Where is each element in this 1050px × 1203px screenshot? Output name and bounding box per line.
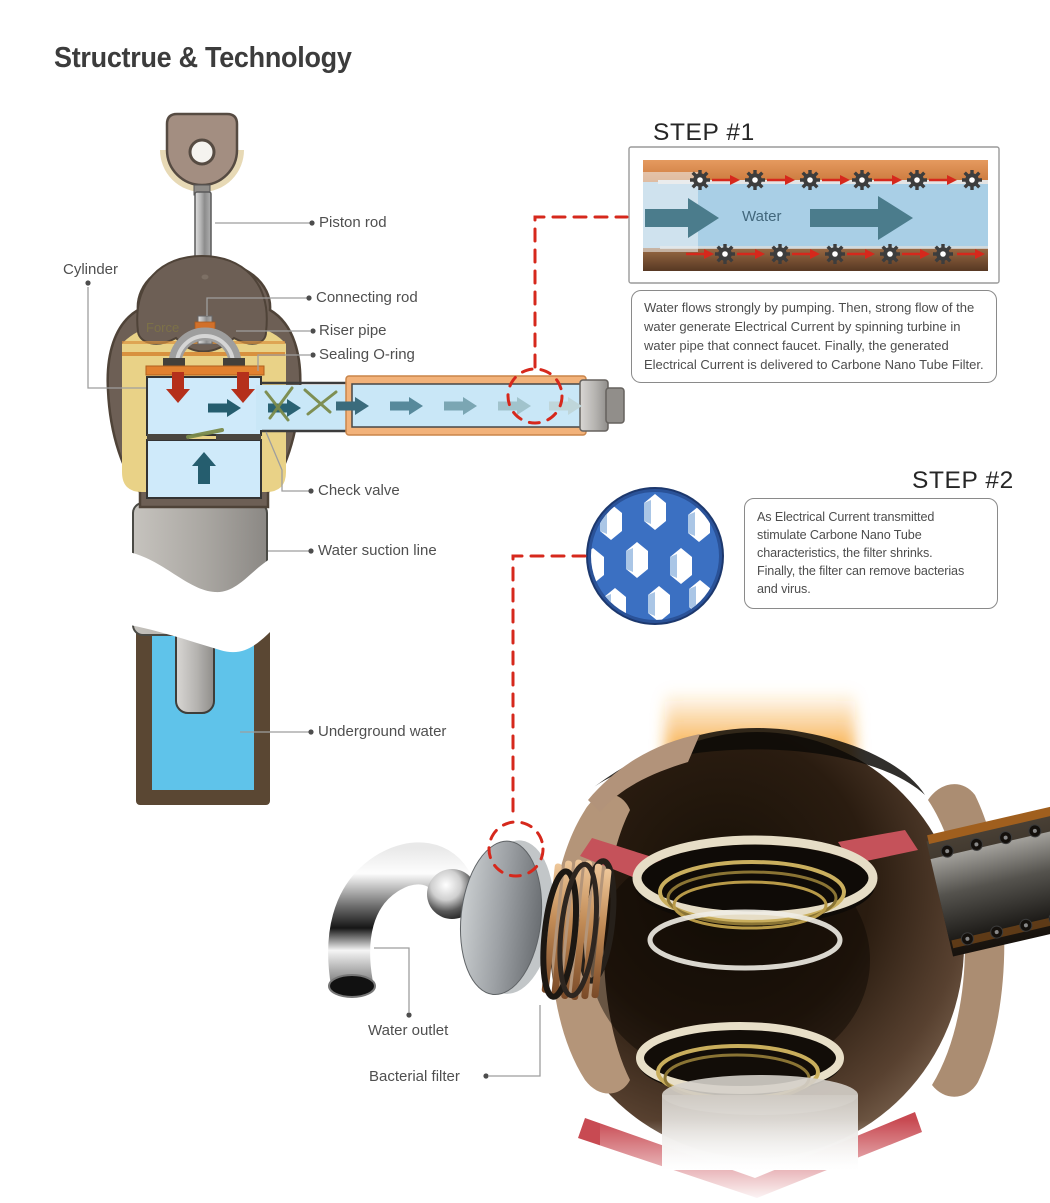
pipe-gear-studs bbox=[940, 824, 1050, 946]
leader-dots bbox=[85, 220, 489, 1079]
force-down-arrows bbox=[166, 372, 255, 403]
pump-base bbox=[600, 1075, 940, 1203]
nano-tube-filter-closeup bbox=[586, 487, 724, 625]
callout-circle-pipe bbox=[506, 367, 564, 425]
pump-dome bbox=[136, 254, 268, 353]
pump-pulley bbox=[160, 112, 244, 196]
pump-3d-render bbox=[328, 690, 1050, 1203]
water-flow-arrow bbox=[810, 196, 913, 240]
wave-break bbox=[96, 548, 300, 653]
step2-description-box: As Electrical Current transmitted stimul… bbox=[744, 498, 998, 610]
callout-circle-filter bbox=[487, 820, 545, 878]
check-valve-graphic bbox=[186, 386, 338, 439]
callout-line-filter bbox=[511, 554, 587, 822]
step1-pipe-graphic bbox=[628, 146, 1000, 284]
outlet-pipe-3d bbox=[926, 796, 1050, 957]
hexagon-holes bbox=[591, 494, 711, 620]
horizontal-water-pipe bbox=[336, 375, 625, 436]
faucet-graphic bbox=[328, 842, 494, 998]
bacterial-filter-graphic bbox=[459, 840, 617, 1001]
sealing-o-ring-graphic bbox=[145, 365, 265, 376]
step2-description-text: As Electrical Current transmitted stimul… bbox=[757, 510, 965, 596]
step1-description-text: Water flows strongly by pumping. Then, s… bbox=[644, 300, 984, 372]
leader-lines bbox=[87, 222, 541, 1077]
piston-rod-graphic bbox=[194, 191, 212, 267]
step1-description-box: Water flows strongly by pumping. Then, s… bbox=[631, 290, 997, 384]
up-arrow bbox=[192, 452, 216, 484]
callout-line-step1 bbox=[533, 215, 629, 369]
callout-connectors bbox=[487, 215, 629, 878]
hand-pump-illustration bbox=[96, 112, 352, 805]
water-flow-arrow bbox=[645, 198, 719, 238]
upper-valve-rings bbox=[632, 835, 878, 971]
connecting-rod-graphic bbox=[163, 315, 245, 366]
